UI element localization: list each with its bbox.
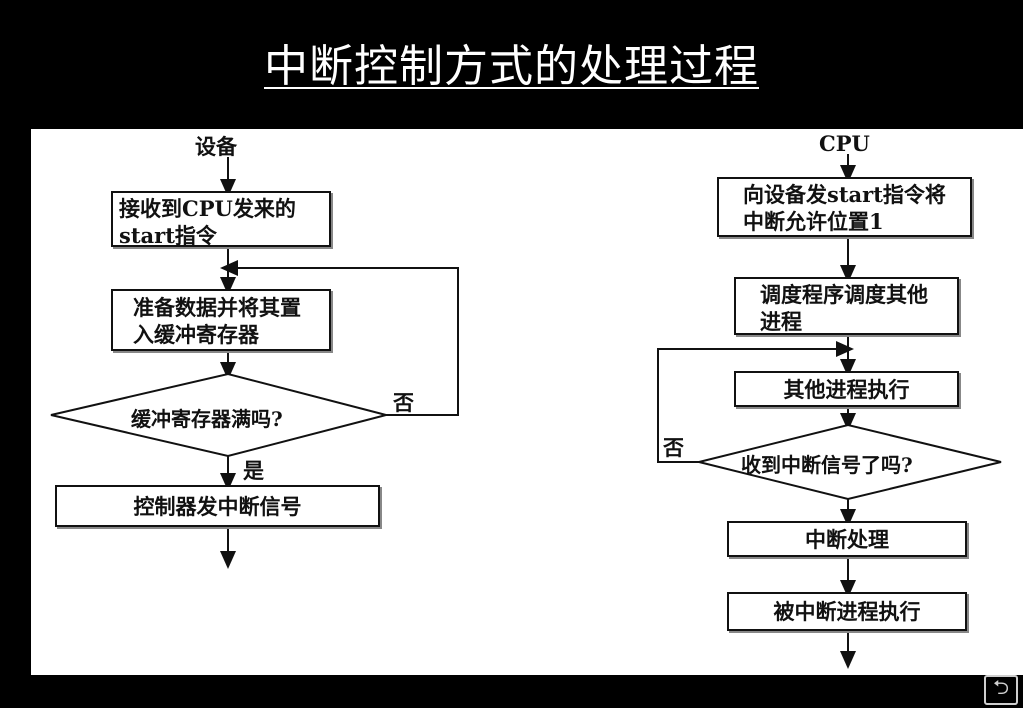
device-header: 设备 <box>195 134 237 159</box>
right-decision-label: 收到中断信号了吗? <box>741 453 913 477</box>
right-box-schedule: 调度程序调度其他进程 <box>734 277 959 335</box>
right-no-label: 否 <box>663 435 684 460</box>
slide-title: 中断控制方式的处理过程 <box>264 41 759 92</box>
right-box-other-process: 其他进程执行 <box>734 371 959 407</box>
left-no-label: 否 <box>393 390 414 415</box>
arrow-loop-no <box>220 260 459 416</box>
return-icon[interactable]: ⮌ <box>984 675 1018 705</box>
right-box-interrupt-handle: 中断处理 <box>727 521 967 557</box>
left-yes-label: 是 <box>243 458 264 483</box>
left-decision-label: 缓冲寄存器满吗? <box>131 407 283 431</box>
left-box-receive-start: 接收到CPU发来的start指令 <box>111 191 331 248</box>
flowchart-connectors <box>50 154 1002 669</box>
right-box-send-start: 向设备发start指令将中断允许位置1 <box>717 177 972 237</box>
right-box-resume-process: 被中断进程执行 <box>727 592 967 631</box>
right-decision-shape <box>698 423 1002 501</box>
arrow-right-loop-no <box>657 341 854 463</box>
left-box-send-interrupt: 控制器发中断信号 <box>55 485 380 527</box>
left-box-prepare-data: 准备数据并将其置入缓冲寄存器 <box>111 289 331 351</box>
cpu-header: CPU <box>819 131 870 156</box>
flowchart-panel: 设备 接收到CPU发来的start指令 准备数据并将其置入缓冲寄存器 缓冲寄存器… <box>31 129 1023 675</box>
